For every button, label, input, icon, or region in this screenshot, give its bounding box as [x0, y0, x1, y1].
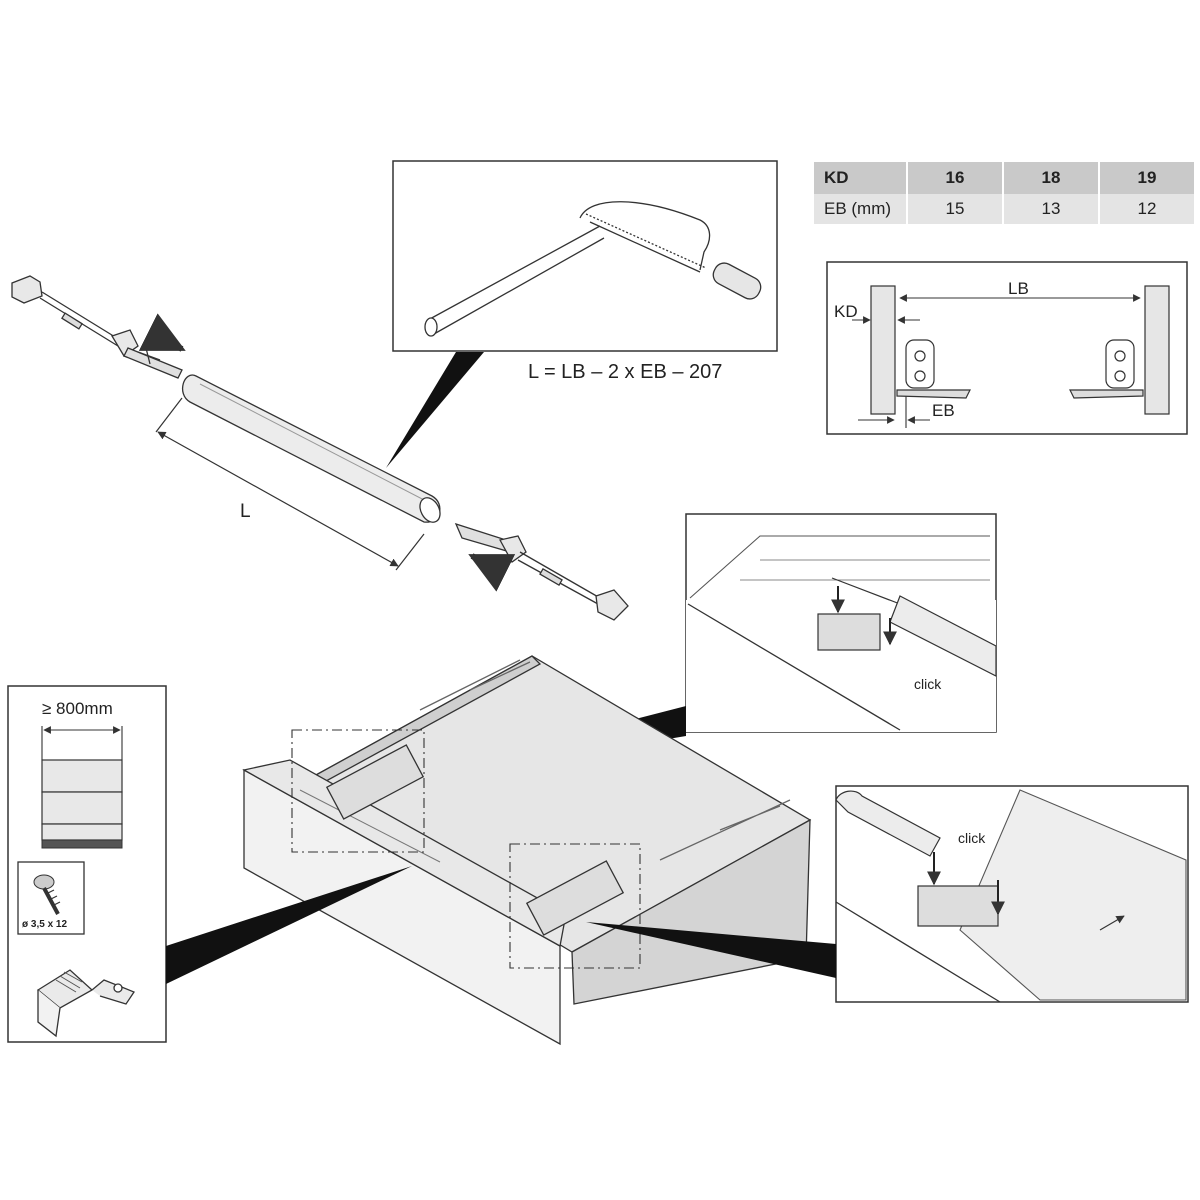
- screw-spec-label: ø 3,5 x 12: [22, 919, 67, 930]
- table-header-19: 19: [1099, 162, 1196, 194]
- bottom-detail-highlight: [509, 843, 641, 969]
- panel-thickness-label: KD: [834, 302, 858, 321]
- rod: [181, 374, 441, 523]
- clip-detail-panel-top: [685, 513, 997, 733]
- arrow-left-indicator: [468, 553, 516, 592]
- cross-section-panel: [826, 261, 1188, 435]
- saw-detail-panel: [392, 160, 778, 352]
- saw-callout-pointer: [386, 352, 484, 468]
- arrow-right-indicator: [138, 313, 186, 352]
- click-label-top: click: [914, 676, 942, 692]
- click-label-bottom: click: [958, 830, 986, 846]
- requirements-callout-pointer: [166, 866, 412, 984]
- table-eb-label: EB (mm): [814, 194, 908, 224]
- table-header-18: 18: [1003, 162, 1100, 194]
- screw-icon: [17, 861, 85, 935]
- table-header-row: KD 16 18 19: [814, 162, 1196, 194]
- table-header-kd: KD: [814, 162, 908, 194]
- table-eb-row: EB (mm) 15 13 12: [814, 194, 1196, 224]
- table-eb-15: 15: [907, 194, 1004, 224]
- top-detail-highlight: [291, 729, 425, 853]
- cut-length-formula: L = LB – 2 x EB – 207: [528, 361, 722, 383]
- table-header-16: 16: [907, 162, 1004, 194]
- kd-eb-table: KD 16 18 19 EB (mm) 15 13 12: [814, 162, 1196, 224]
- right-clip-coupler: [454, 522, 629, 621]
- clip-detail-panel-bottom: [835, 785, 1189, 1003]
- length-label: L: [240, 501, 251, 522]
- requirements-panel: [7, 685, 167, 1043]
- min-width-label: ≥ 800mm: [42, 699, 113, 718]
- mounting-bracket-icon: [36, 969, 135, 1038]
- bottom-detail-callout-pointer: [586, 922, 836, 978]
- table-eb-12: 12: [1099, 194, 1196, 224]
- inner-width-label: LB: [1008, 279, 1029, 298]
- left-clip-coupler: [11, 275, 183, 379]
- length-dimension: [155, 397, 425, 571]
- table-eb-13: 13: [1003, 194, 1100, 224]
- offset-label: EB: [932, 401, 955, 420]
